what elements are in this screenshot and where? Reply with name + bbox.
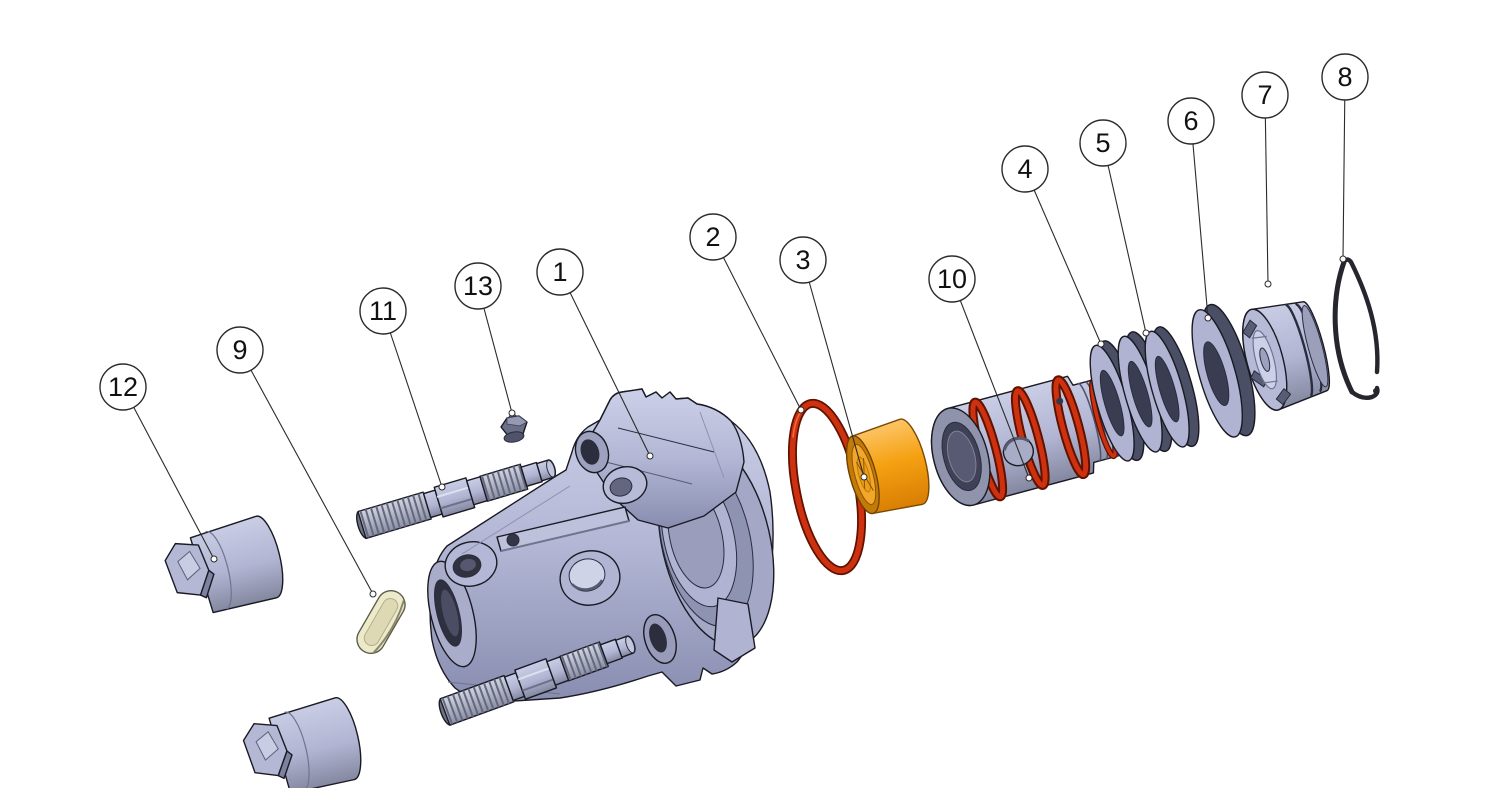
balloon-circle-13: [454, 262, 502, 310]
balloon-number-5: 5: [1095, 128, 1110, 158]
leader-line-3: [802, 259, 865, 478]
balloon-circle-4: [1001, 145, 1049, 193]
leader-line-10: [951, 278, 1030, 479]
balloon-9: 9: [216, 326, 377, 598]
balloon-number-6: 6: [1183, 106, 1198, 136]
part-10-front-face: [930, 407, 991, 507]
leader-dot-4: [1097, 340, 1105, 348]
leader-dot-8: [1339, 255, 1347, 263]
part-8-snap-ring: [1332, 257, 1380, 401]
leader-dot-6: [1204, 314, 1212, 322]
leader-line-8: [1342, 76, 1346, 260]
part-1-bottom-port: [643, 614, 677, 664]
part-1-center-boss: [559, 550, 621, 606]
leader-line-5: [1102, 142, 1147, 334]
leader-line-4: [1024, 168, 1102, 345]
leader-dot-7: [1264, 280, 1272, 288]
balloon-number-1: 1: [552, 257, 567, 287]
balloon-7: 7: [1241, 71, 1289, 288]
balloon-number-10: 10: [937, 264, 967, 294]
part-7-end-cap: [1242, 301, 1331, 411]
balloon-number-13: 13: [463, 271, 493, 301]
part-1-left-boss: [444, 541, 498, 587]
balloon-circle-2: [689, 213, 737, 261]
part-9-seal-ring: [356, 589, 406, 655]
leader-dot-2: [797, 406, 805, 414]
leader-dot-1: [646, 452, 654, 460]
balloon-1: 1: [536, 248, 654, 460]
balloon-6: 6: [1167, 97, 1215, 322]
leader-dot-10: [1025, 474, 1033, 482]
balloon-8: 8: [1321, 53, 1369, 263]
part-1-left-bore: [427, 560, 477, 668]
part-1-right-lug: [713, 597, 756, 663]
balloon-circle-7: [1241, 71, 1289, 119]
balloon-5: 5: [1079, 119, 1150, 337]
part-12-cap-upper: [159, 512, 291, 623]
balloon-circle-8: [1321, 53, 1369, 101]
part-10-vent-hole: [1056, 397, 1064, 405]
balloon-circle-5: [1079, 119, 1127, 167]
part-13-plug: [500, 414, 528, 443]
leader-dot-12: [210, 555, 218, 563]
part-1-housing: [427, 388, 775, 703]
leader-line-9: [239, 349, 374, 595]
part-3-sleeve: [845, 418, 930, 515]
balloon-4: 4: [1001, 145, 1105, 348]
balloon-number-3: 3: [795, 245, 810, 275]
balloon-11: 11: [359, 287, 446, 491]
balloon-circle-12: [99, 363, 147, 411]
balloon-circle-9: [216, 326, 264, 374]
balloon-13: 13: [454, 262, 516, 417]
leader-dot-3: [860, 473, 868, 481]
part-1-pivot-boss: [602, 466, 648, 504]
balloon-number-2: 2: [705, 222, 720, 252]
leader-line-1: [559, 271, 651, 457]
balloon-number-8: 8: [1337, 62, 1352, 92]
leader-dot-5: [1142, 329, 1150, 337]
balloon-number-11: 11: [369, 296, 397, 326]
leader-line-12: [122, 386, 215, 560]
balloon-circle-1: [536, 248, 584, 296]
leader-dot-13: [508, 409, 516, 417]
balloon-number-7: 7: [1257, 80, 1272, 110]
leader-line-7: [1264, 94, 1269, 285]
part-1-slot-arm: [496, 506, 630, 552]
part-1-top-port: [574, 430, 610, 474]
balloon-number-12: 12: [108, 372, 138, 402]
balloon-number-9: 9: [232, 335, 247, 365]
balloon-circle-11: [359, 287, 407, 335]
leader-dot-11: [438, 483, 446, 491]
leader-line-6: [1190, 120, 1209, 319]
balloon-circle-6: [1167, 97, 1215, 145]
balloon-2: 2: [689, 213, 805, 414]
balloon-circle-10: [928, 255, 976, 303]
balloon-circle-3: [779, 236, 827, 284]
part-6-washer: [1191, 303, 1256, 438]
balloon-number-4: 4: [1017, 154, 1032, 184]
balloon-12: 12: [99, 363, 218, 563]
balloon-10: 10: [928, 255, 1033, 482]
leader-dot-9: [369, 590, 377, 598]
part-12-cap-lower: [238, 694, 368, 788]
balloon-3: 3: [779, 236, 868, 481]
leader-line-2: [712, 236, 802, 411]
leader-line-11: [382, 310, 443, 488]
part-10-piston: [930, 375, 1122, 507]
